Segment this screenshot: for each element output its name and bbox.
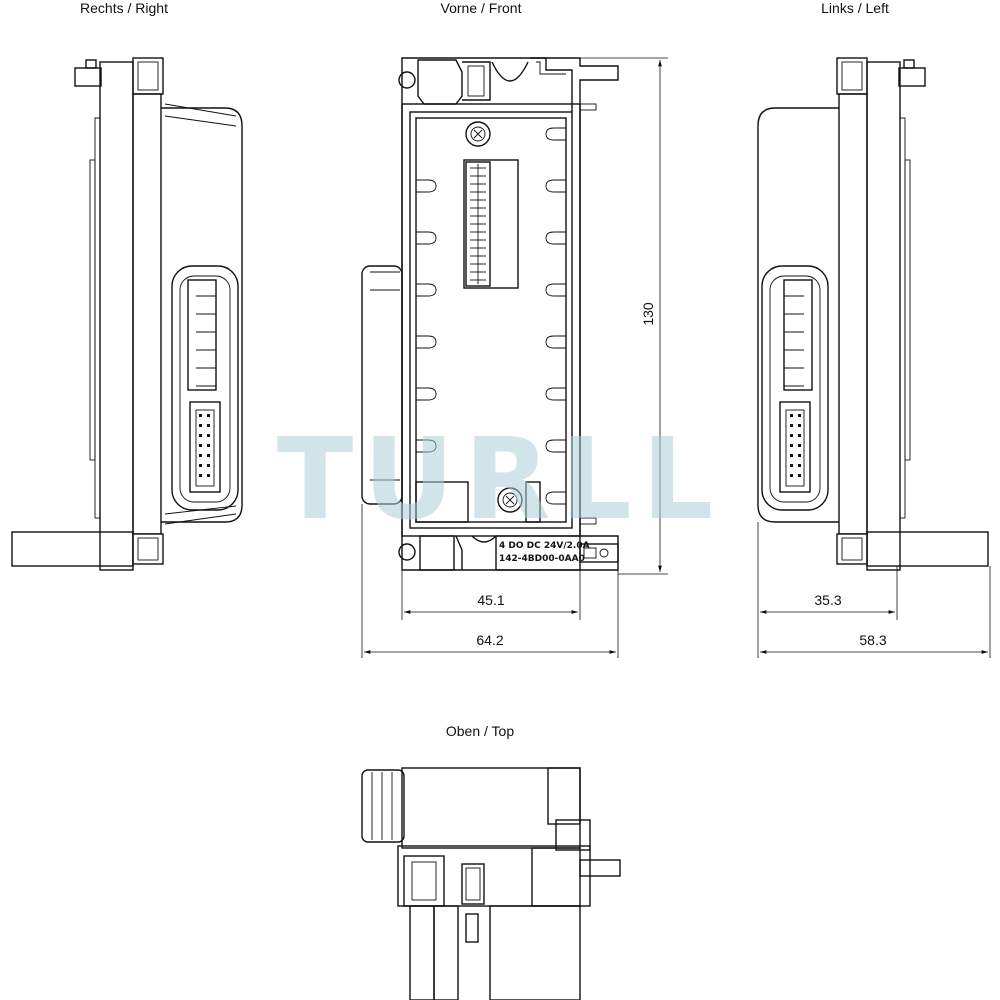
left-view xyxy=(757,57,989,571)
dimension-front-inner-width: 45.1 xyxy=(477,592,505,608)
top-view xyxy=(361,767,621,1000)
view-title-right: Rechts / Right xyxy=(80,0,168,16)
module-label-line1: 4 DO DC 24V/2.0A xyxy=(499,541,590,551)
view-title-top: Oben / Top xyxy=(445,723,515,739)
right-view xyxy=(11,57,243,571)
module-label-line2: 142-4BD00-0AA0 xyxy=(499,554,585,564)
dimension-front-height: 130 xyxy=(640,302,656,326)
front-view xyxy=(361,57,619,571)
view-title-left: Links / Left xyxy=(821,0,889,16)
dimension-left-total-width: 58.3 xyxy=(859,632,887,648)
dimension-left-inner-width: 35.3 xyxy=(814,592,842,608)
view-title-front: Vorne / Front xyxy=(440,0,522,16)
dimension-lines xyxy=(361,57,991,658)
dimension-front-total-width: 64.2 xyxy=(476,632,504,648)
